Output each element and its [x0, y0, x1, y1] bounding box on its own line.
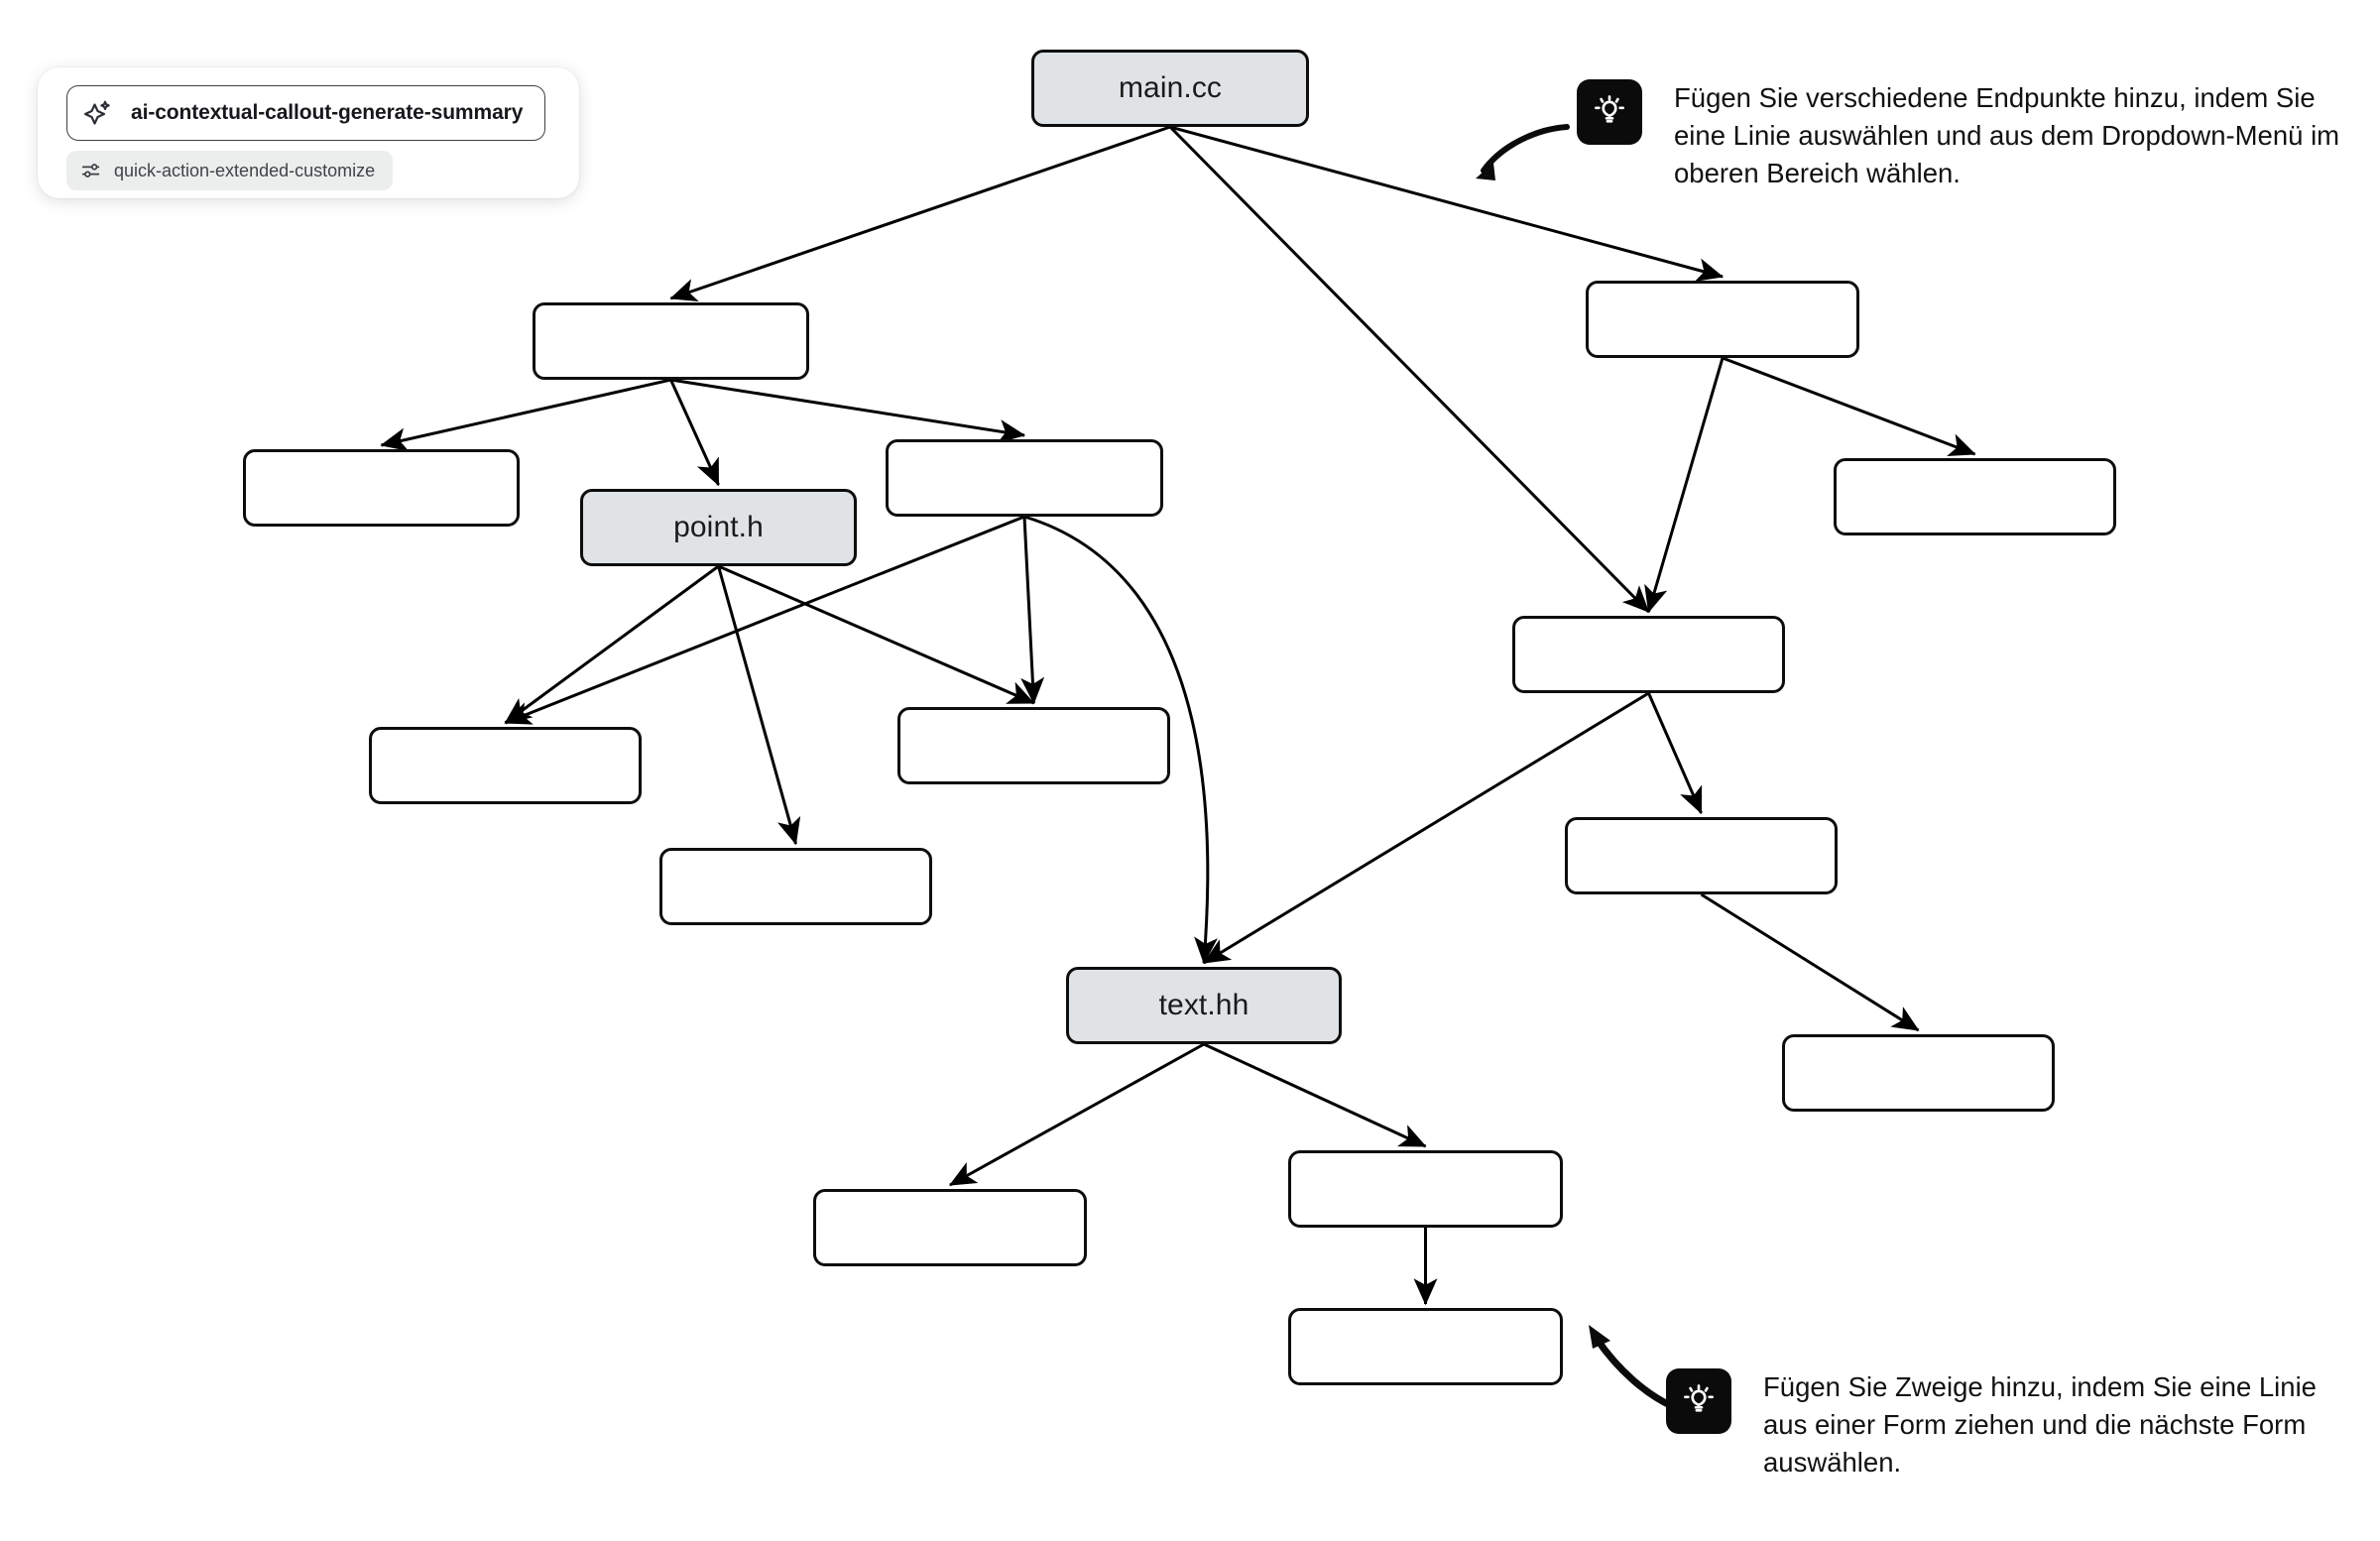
sliders-icon — [80, 160, 102, 181]
diagram-node-text-hh[interactable]: text.hh — [1066, 967, 1342, 1044]
ai-generate-summary-chip[interactable]: ai-contextual-callout-generate-summary — [66, 85, 546, 141]
diagram-edge[interactable] — [1644, 357, 1725, 614]
diagram-node-empty[interactable] — [886, 439, 1163, 517]
diagram-node-empty[interactable] — [1512, 616, 1785, 693]
quick-action-chip[interactable]: quick-action-extended-customize — [66, 151, 394, 190]
diagram-edge[interactable] — [1020, 516, 1045, 705]
ai-contextual-callout-card: ai-contextual-callout-generate-summary q… — [38, 67, 579, 198]
diagram-node-empty[interactable] — [533, 302, 809, 380]
diagram-edge[interactable] — [717, 564, 1035, 705]
diagram-edge[interactable] — [1168, 125, 1650, 614]
diagram-edge[interactable] — [948, 1042, 1205, 1187]
diagram-edge[interactable] — [1700, 892, 1920, 1032]
diagram-edge[interactable] — [1203, 1042, 1427, 1148]
diagram-node-empty[interactable] — [897, 707, 1170, 784]
diagram-node-empty[interactable] — [1782, 1034, 2055, 1112]
diagram-edge[interactable] — [1647, 692, 1703, 815]
diagram-node-label: main.cc — [1118, 71, 1223, 104]
diagram-edge[interactable] — [717, 565, 801, 846]
diagram-node-empty[interactable] — [1288, 1308, 1563, 1385]
quick-action-label: quick-action-extended-customize — [114, 160, 376, 180]
diagram-node-main-cc[interactable]: main.cc — [1031, 50, 1309, 127]
diagram-edge[interactable] — [504, 564, 720, 725]
diagram-node-empty[interactable] — [243, 449, 520, 527]
diagram-node-label: point.h — [673, 511, 764, 543]
diagram-node-empty[interactable] — [1586, 281, 1859, 358]
diagram-node-empty[interactable] — [1288, 1150, 1563, 1228]
diagram-node-empty[interactable] — [1834, 458, 2116, 535]
diagram-node-point-h[interactable]: point.h — [580, 489, 857, 566]
diagram-node-empty[interactable] — [659, 848, 932, 925]
sparkle-icon — [83, 98, 113, 128]
diagram-edge[interactable] — [1722, 356, 1976, 457]
diagram-edge[interactable] — [669, 125, 1171, 301]
diagram-node-empty[interactable] — [369, 727, 642, 804]
hint-callout-endpoints: Fügen Sie verschiedene Endpunkte hinzu, … — [1577, 79, 2348, 192]
hint-callout-branches: Fügen Sie Zweige hinzu, indem Sie eine L… — [1666, 1368, 2319, 1482]
diagram-node-empty[interactable] — [813, 1189, 1087, 1266]
hint-text-endpoints: Fügen Sie verschiedene Endpunkte hinzu, … — [1674, 82, 2340, 188]
ai-chip-label: ai-contextual-callout-generate-summary — [131, 101, 524, 124]
diagram-node-empty[interactable] — [1565, 817, 1838, 894]
diagram-node-label: text.hh — [1158, 989, 1250, 1021]
lightbulb-icon — [1666, 1368, 1731, 1434]
diagram-edge[interactable] — [380, 378, 671, 452]
hint-text-branches: Fügen Sie Zweige hinzu, indem Sie eine L… — [1763, 1371, 2317, 1478]
diagram-edge[interactable] — [670, 378, 1026, 443]
diagram-edge[interactable] — [669, 379, 720, 487]
lightbulb-icon — [1577, 79, 1642, 145]
